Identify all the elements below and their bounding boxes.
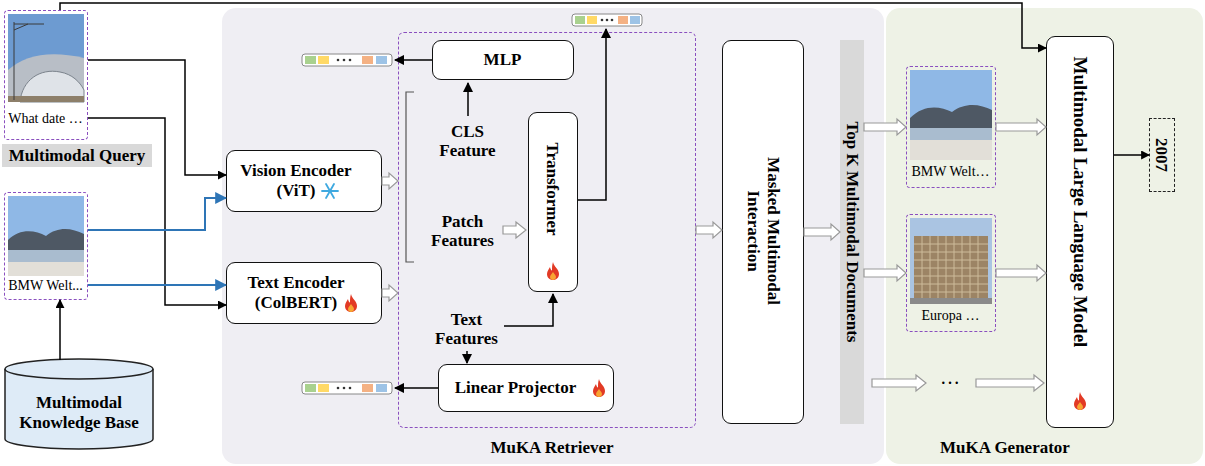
node-label: 2007	[1152, 120, 1172, 190]
trainable-icon	[1074, 392, 1086, 410]
llm-box: Multimodal Large Language Model	[1046, 36, 1114, 428]
cylinder-rim	[5, 369, 153, 379]
trainable-icon	[547, 262, 559, 280]
feature-vector	[572, 14, 642, 26]
flow-arrow	[696, 222, 722, 238]
connector-line	[88, 60, 226, 175]
node-label: BMW Welt...	[5, 278, 86, 294]
document-photo	[910, 218, 992, 304]
document-photo	[910, 70, 992, 160]
flow-arrow	[864, 119, 906, 135]
flow-arrow	[996, 119, 1046, 135]
flow-arrow	[864, 265, 906, 281]
node-label: CLS Feature	[428, 122, 508, 161]
process-box: MLP	[432, 40, 574, 80]
node-label: Multimodal Knowledge Base	[8, 393, 150, 432]
node-label: Linear Projector	[455, 378, 577, 398]
trainable-icon	[593, 379, 605, 397]
frozen-icon	[322, 184, 338, 198]
feature-vector	[302, 54, 392, 66]
feature-vector	[302, 382, 392, 394]
node-label: Multimodal Large Language Model	[1069, 42, 1091, 362]
node-label: MLP	[484, 50, 522, 70]
feature-bracket	[406, 92, 414, 262]
node-label: What date …	[5, 111, 86, 127]
flow-arrow	[382, 173, 398, 189]
query-band: Multimodal Query	[2, 144, 152, 168]
flow-arrow	[804, 224, 840, 240]
retriever-panel: MuKA Retriever Vision Encoder (ViT) Text E…	[222, 8, 884, 464]
query-photo	[8, 14, 84, 102]
process-box: Linear Projector	[438, 364, 614, 412]
encoder-box: Vision Encoder (ViT)	[226, 150, 382, 212]
node-label: BMW Welt…	[907, 164, 994, 180]
node-label: Multimodal Query	[9, 146, 145, 166]
flow-arrow	[996, 265, 1046, 281]
connector-line	[88, 284, 226, 286]
node-label: Masked Multimodal Interaction	[743, 131, 782, 331]
node-label: MuKA Generator	[905, 438, 1105, 458]
connector-line	[88, 198, 226, 230]
encoder-box: Text Encoder (ColBERT)	[226, 262, 382, 324]
node-label: Transformer	[542, 114, 562, 264]
answer-box: 2007	[1149, 118, 1175, 192]
document-photo	[8, 196, 84, 276]
node-label: Europa …	[907, 308, 994, 324]
node-label: Text Features	[427, 310, 507, 349]
cylinder-body	[5, 359, 153, 449]
ellipsis-label: …	[934, 366, 966, 389]
connector-line	[59, 300, 61, 360]
retriever-module: CLS FeaturePatch FeaturesText Features ML…	[398, 32, 696, 428]
knowledge-base: Multimodal Knowledge Base	[4, 358, 154, 450]
node-label: Vision Encoder (ViT)	[232, 161, 361, 200]
node-label: MuKA Retriever	[452, 438, 652, 458]
connector-line	[60, 3, 1046, 48]
documents-band: Top K Multimodal Documents	[840, 40, 864, 424]
connector-line	[88, 118, 226, 305]
node-label: Patch Features	[428, 212, 498, 251]
flow-arrow	[503, 222, 1044, 391]
feature-arrow	[395, 29, 606, 388]
connector-line	[1114, 154, 1149, 156]
process-box: Masked Multimodal Interaction	[722, 40, 804, 424]
flow-arrow	[382, 285, 398, 301]
trainable-icon	[345, 294, 357, 312]
node-label: Top K Multimodal Documents	[842, 47, 862, 417]
node-label: Text Encoder (ColBERT)	[232, 273, 361, 312]
